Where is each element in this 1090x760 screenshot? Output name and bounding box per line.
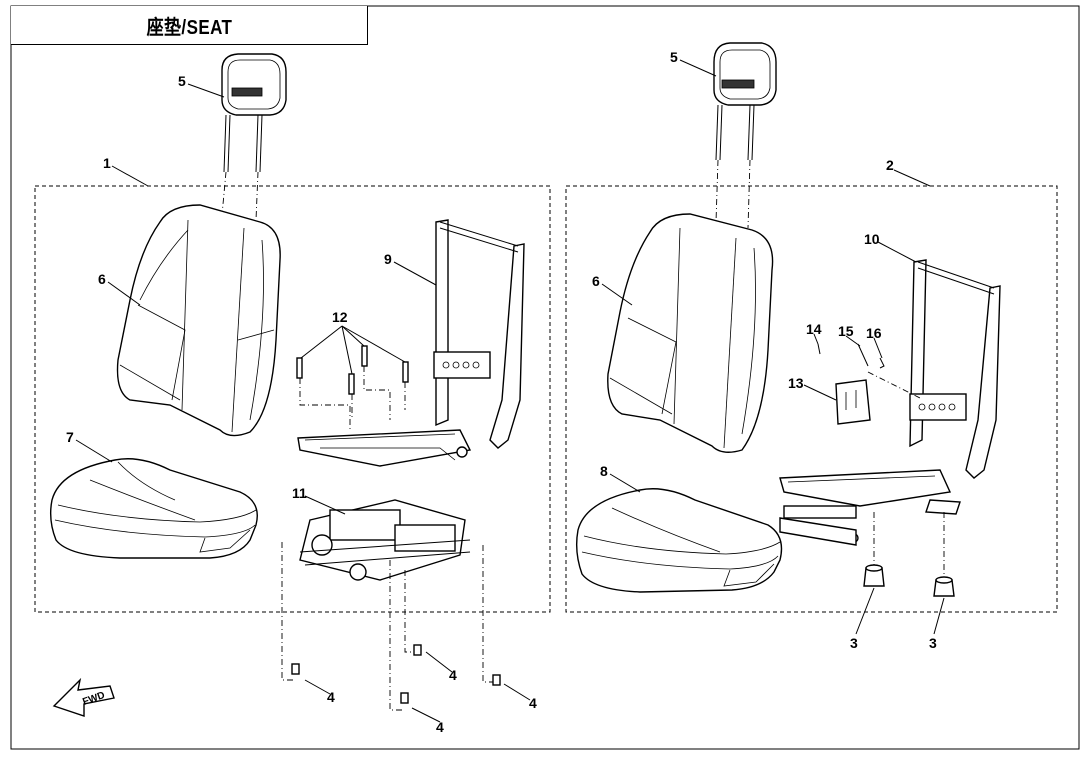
callout-4: 4 bbox=[436, 719, 444, 735]
leader-lines bbox=[75, 59, 945, 723]
callout-8: 8 bbox=[600, 463, 608, 479]
callout-16: 16 bbox=[866, 325, 882, 341]
callout-7: 7 bbox=[66, 429, 74, 445]
callout-labels: 1 2 5 5 6 6 7 8 9 10 11 12 13 14 15 16 3… bbox=[66, 49, 937, 735]
callout-11: 11 bbox=[292, 485, 307, 501]
callout-6: 6 bbox=[592, 273, 600, 289]
headrest-right bbox=[713, 42, 777, 229]
callout-14: 14 bbox=[806, 321, 822, 337]
backrest-right bbox=[607, 213, 774, 453]
callout-5: 5 bbox=[178, 73, 186, 89]
callout-12: 12 bbox=[332, 309, 348, 325]
assembly-box-left bbox=[34, 185, 551, 613]
callout-10: 10 bbox=[864, 231, 880, 247]
callout-1: 1 bbox=[103, 155, 111, 171]
callout-4: 4 bbox=[529, 695, 537, 711]
backrest-left bbox=[116, 204, 281, 437]
bracket-13 bbox=[835, 379, 871, 425]
seat-frame-left bbox=[297, 219, 525, 467]
page-title: 座垫/SEAT bbox=[146, 16, 232, 39]
assembly-box-right bbox=[565, 185, 1058, 613]
callout-6: 6 bbox=[98, 271, 106, 287]
small-parts-14-16 bbox=[817, 343, 921, 399]
screws-12 bbox=[296, 345, 409, 430]
callout-4: 4 bbox=[449, 667, 457, 683]
callout-15: 15 bbox=[838, 323, 854, 339]
title-box: 座垫/SEAT bbox=[11, 6, 368, 45]
headrest-left bbox=[221, 53, 287, 221]
callout-2: 2 bbox=[886, 157, 894, 173]
seat-frame-right bbox=[779, 259, 1001, 546]
nuts-3 bbox=[863, 512, 955, 597]
callout-9: 9 bbox=[384, 251, 392, 267]
fwd-arrow-icon: FWD bbox=[52, 677, 115, 717]
callout-4: 4 bbox=[327, 689, 335, 705]
callout-5: 5 bbox=[670, 49, 678, 65]
seat-slider bbox=[299, 499, 471, 581]
seat-cushion-right bbox=[575, 488, 783, 593]
seat-cushion-left bbox=[49, 458, 258, 559]
bolts-4 bbox=[281, 542, 501, 711]
callout-3: 3 bbox=[929, 635, 937, 651]
callout-13: 13 bbox=[788, 375, 804, 391]
drawing-border bbox=[10, 5, 1080, 750]
callout-3: 3 bbox=[850, 635, 858, 651]
